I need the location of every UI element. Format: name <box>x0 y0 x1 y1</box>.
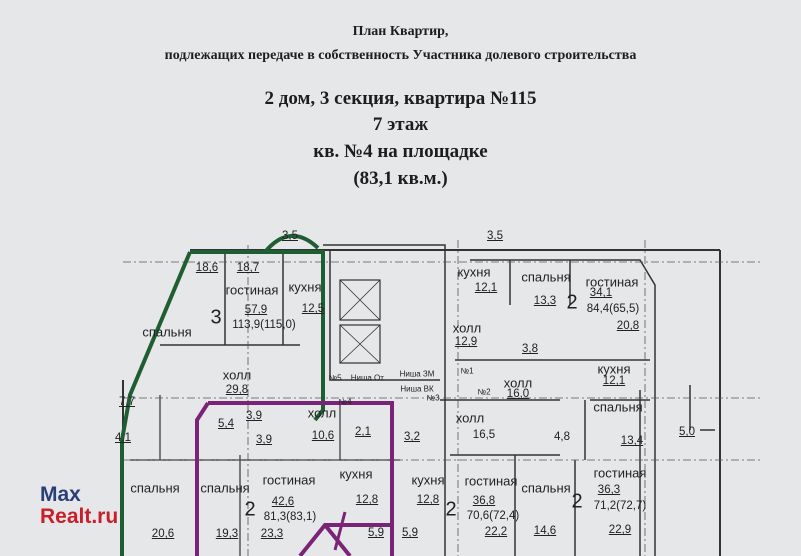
room-label: 5,9 <box>402 527 418 539</box>
room-label: 113,9(115,0) <box>232 319 296 331</box>
room-label: спальня <box>130 480 180 496</box>
room-label: 23,3 <box>260 528 284 540</box>
room-label: Ниша От. <box>350 373 386 383</box>
room-label: 3,9 <box>246 410 262 422</box>
room-label: кухня <box>339 466 373 482</box>
room-label: спальня <box>521 269 571 285</box>
apartment-heading: 2 дом, 3 секция, квартира №115 <box>264 88 537 109</box>
room-label: 2 <box>571 490 583 513</box>
room-label: 5,4 <box>218 418 234 430</box>
room-label: 29,8 <box>225 384 249 396</box>
room-label: 12,1 <box>602 375 626 387</box>
room-label: 18,6 <box>195 262 219 274</box>
room-label: 3,8 <box>522 343 538 355</box>
room-label: спальня <box>521 480 571 496</box>
room-label: 36,3 <box>597 484 621 496</box>
watermark-logo: Max Realt.ru <box>40 484 118 528</box>
room-label: №3 <box>426 393 440 403</box>
room-label: холл <box>503 375 533 391</box>
selected-apartment-purple-outline <box>195 401 394 556</box>
room-label: №2 <box>477 387 491 397</box>
room-label: кухня <box>597 361 631 377</box>
room-label: 12,9 <box>454 336 478 348</box>
room-label: 22,2 <box>484 526 508 538</box>
room-label: 3,5 <box>282 230 298 242</box>
room-label: кухня <box>411 472 445 488</box>
room-label: 12,5 <box>301 303 325 315</box>
room-label: 2,1 <box>355 426 371 438</box>
room-label: кухня <box>288 279 322 295</box>
room-label: спальня <box>593 399 643 415</box>
room-label: 3 <box>210 306 222 329</box>
room-label: гостиная <box>585 274 639 290</box>
room-label: 16,5 <box>472 429 496 441</box>
doc-subtitle: подлежащих передаче в собственность Учас… <box>164 48 637 63</box>
room-label: 36,8 <box>472 495 496 507</box>
doc-title: План Квартир, <box>352 24 449 39</box>
room-label: 4,1 <box>115 432 131 444</box>
room-label: 57,9 <box>244 304 268 316</box>
room-label: гостиная <box>225 282 279 298</box>
room-label: 3,5 <box>487 230 503 242</box>
selected-apartment-green-outline <box>120 233 325 556</box>
room-label: 13,4 <box>620 435 644 447</box>
room-label: Ниша ВК <box>400 384 434 394</box>
room-label: 3,2 <box>404 431 420 443</box>
room-label: гостиная <box>593 465 647 481</box>
room-label: 22,9 <box>608 524 632 536</box>
watermark-max: Max <box>40 483 81 506</box>
room-label: холл <box>307 405 337 421</box>
landing-heading: кв. №4 на площадке <box>313 141 488 162</box>
room-label: 13,3 <box>533 295 557 307</box>
room-label: 4,8 <box>554 431 570 443</box>
room-label: 7,7 <box>119 396 135 408</box>
room-label: 12,1 <box>474 282 498 294</box>
room-label: спальня <box>142 324 192 340</box>
watermark-realt: Realt.ru <box>40 505 119 528</box>
room-label: 5,9 <box>368 527 384 539</box>
room-label: 10,6 <box>311 430 335 442</box>
room-label: №1 <box>460 366 474 376</box>
room-label: кухня <box>457 264 491 280</box>
room-label: холл <box>222 367 252 383</box>
room-label: 12,8 <box>355 494 379 506</box>
room-label: 3,9 <box>256 434 272 446</box>
room-label: холл <box>455 410 485 426</box>
room-label: 34,1 <box>589 287 613 299</box>
room-label: холл <box>452 320 482 336</box>
room-label: 18,7 <box>236 262 260 274</box>
room-label: 16,0 <box>506 388 530 400</box>
room-label: 2 <box>445 498 457 521</box>
room-label: гостиная <box>464 473 518 489</box>
room-label: №4 <box>338 397 352 407</box>
room-label: 42,6 <box>271 496 295 508</box>
area-heading: (83,1 кв.м.) <box>353 168 448 189</box>
room-label: 5,0 <box>679 426 695 438</box>
room-label: 71,2(72,7) <box>593 500 647 512</box>
floor-heading: 7 этаж <box>372 114 429 135</box>
room-label: 81,3(83,1) <box>263 511 317 523</box>
room-label: спальня <box>200 480 250 496</box>
room-label: 2 <box>244 498 256 521</box>
room-label: 2 <box>566 291 578 314</box>
room-label: Ниша ЗМ <box>399 369 435 379</box>
room-label: №5 <box>328 373 342 383</box>
room-label: 19,3 <box>215 528 239 540</box>
room-label: 20,8 <box>616 320 640 332</box>
room-label: 12,8 <box>416 494 440 506</box>
room-label: гостиная <box>262 472 316 488</box>
room-label: 70,6(72,4) <box>466 510 520 522</box>
room-label: 20,6 <box>151 528 175 540</box>
room-label: 84,4(65,5) <box>586 303 640 315</box>
room-label: 14,6 <box>533 525 557 537</box>
